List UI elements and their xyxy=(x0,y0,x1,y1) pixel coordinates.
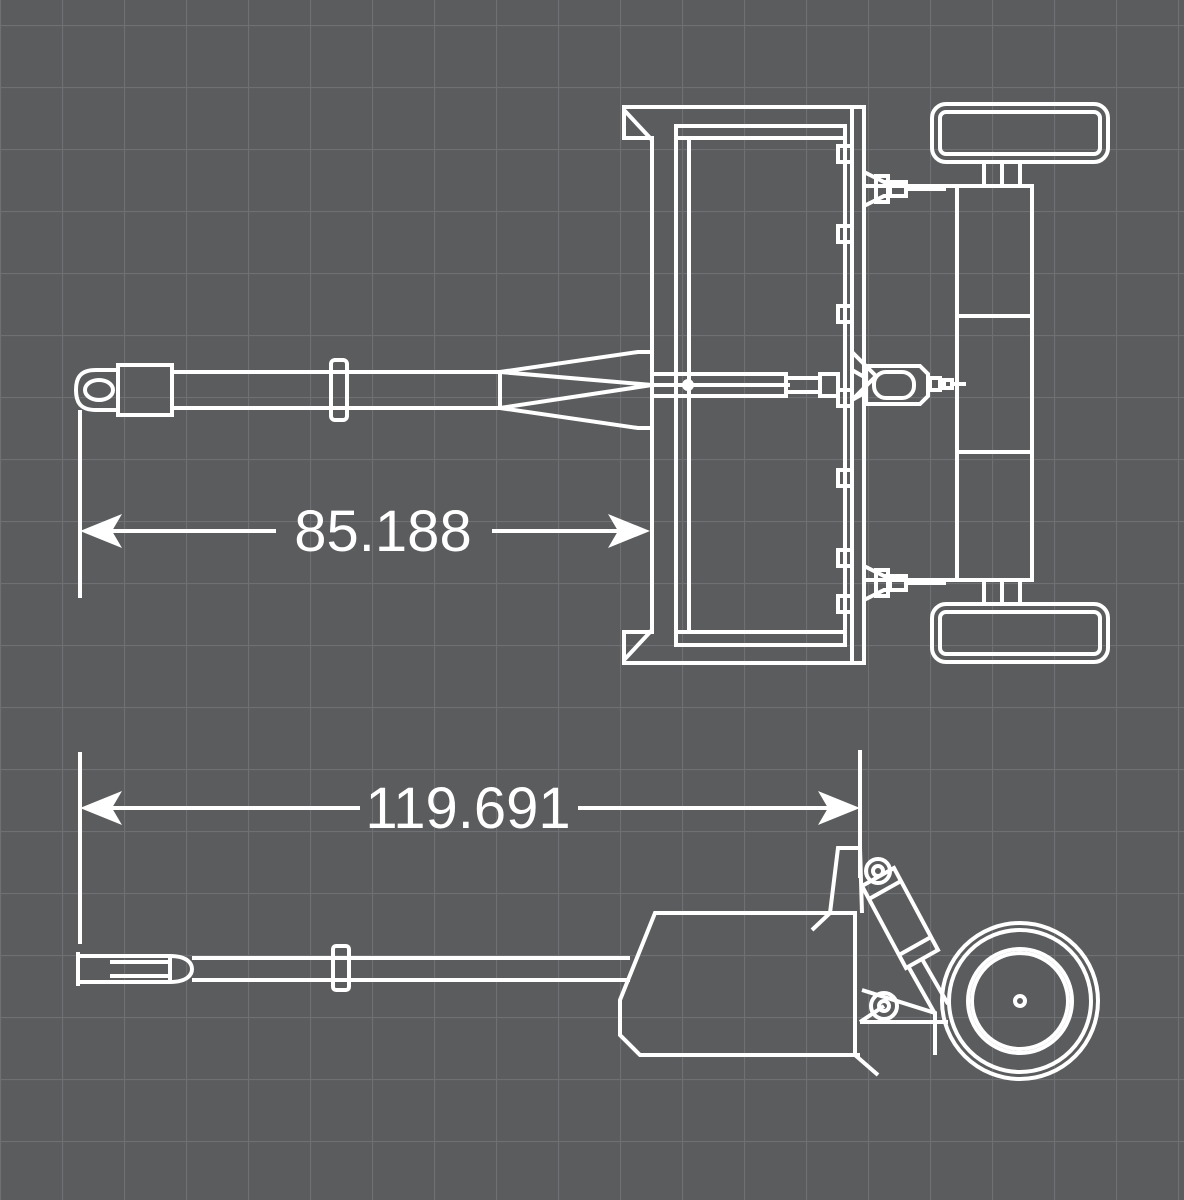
arrow-right-icon xyxy=(608,514,650,548)
hydraulic-cylinder-side xyxy=(858,857,950,1055)
main-frame xyxy=(622,105,866,665)
top-view-group xyxy=(73,102,1110,665)
arrow-left-icon xyxy=(80,514,122,548)
mount-pads xyxy=(836,144,854,614)
axle-housing-top xyxy=(864,160,1034,606)
side-view-group xyxy=(76,846,1100,1081)
dimension-layer: 85.188 119.691 xyxy=(78,410,862,944)
tire-right-rear xyxy=(930,602,1110,664)
dimension-value-width: 85.188 xyxy=(294,499,471,564)
tire-left-rear xyxy=(930,102,1110,164)
road-wheel-side xyxy=(940,921,1100,1081)
wheel-hub xyxy=(1013,994,1027,1008)
dimension-overall-length: 119.691 xyxy=(78,750,862,944)
dimension-value-length: 119.691 xyxy=(365,776,570,841)
lower-link-actuator xyxy=(863,564,946,602)
upper-link-actuator xyxy=(863,170,946,208)
arrow-left-icon xyxy=(80,791,122,825)
draw-tongue-top xyxy=(73,350,788,430)
draw-tongue-side xyxy=(76,944,630,992)
hydraulic-actuator-top xyxy=(784,350,966,406)
dimension-overall-width: 85.188 xyxy=(78,410,650,598)
arrow-right-icon xyxy=(818,791,860,825)
dump-body-side xyxy=(618,846,880,1077)
